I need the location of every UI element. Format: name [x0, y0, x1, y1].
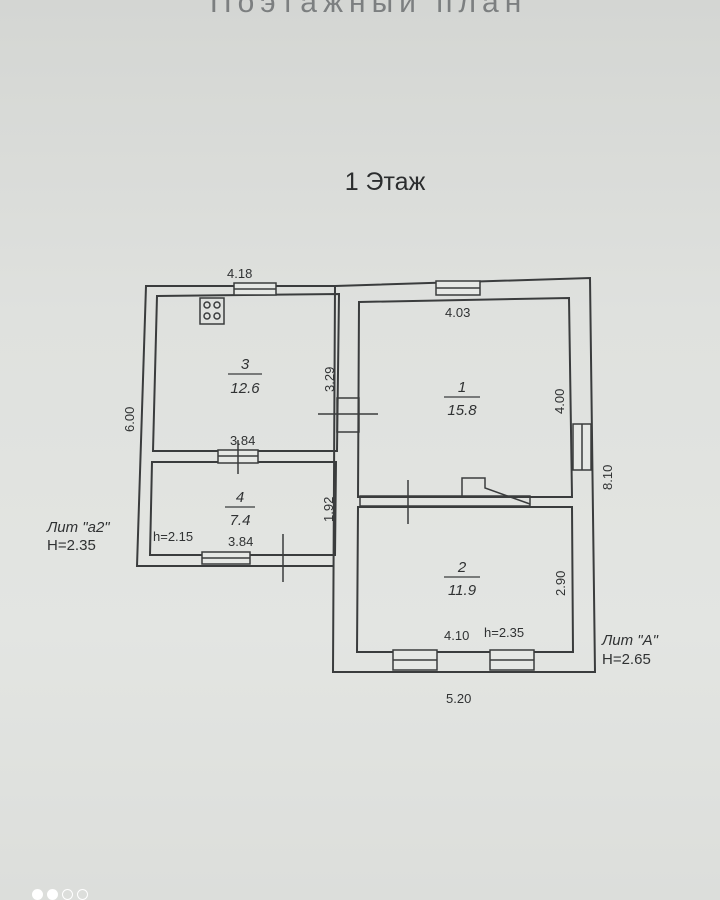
lit-a-name: Лит "А": [601, 632, 659, 649]
page-dot-2[interactable]: [47, 889, 58, 900]
room-4-area: 7.4: [230, 512, 251, 529]
stove-icon: [199, 297, 225, 325]
dim-room3-right: 3.29: [322, 367, 337, 392]
window-bottom-1: [392, 649, 438, 671]
window-top-left: [233, 282, 277, 296]
window-bottom-left: [201, 551, 251, 565]
window-top-right: [435, 280, 481, 296]
dim-bottom-outer: 5.20: [446, 691, 471, 706]
room-3-number: 3: [241, 356, 250, 373]
room-2-outline: [355, 506, 575, 653]
lit-a-height: H=2.65: [602, 651, 651, 668]
dim-room4-right: 1.92: [321, 497, 336, 522]
dim-room2-bottom: 4.10: [444, 628, 469, 643]
window-right: [572, 423, 592, 471]
page-dot-1[interactable]: [32, 889, 43, 900]
dim-left-outer: 6.00: [122, 407, 137, 432]
door-room3-room1: [318, 397, 378, 433]
height-room4: h=2.15: [153, 529, 193, 544]
room-2-number: 2: [457, 559, 467, 576]
page-dot-4[interactable]: [77, 889, 88, 900]
lit-a2-height: H=2.35: [47, 537, 96, 554]
room-3-area: 12.6: [230, 380, 260, 397]
dim-room3-bottom: 3.84: [230, 433, 255, 448]
room-3-outline: [151, 292, 341, 452]
window-bottom-2: [489, 649, 535, 671]
page-indicator[interactable]: [32, 889, 88, 900]
door-room1-room2: [359, 480, 531, 524]
room-4-outline: [148, 461, 338, 556]
floor-title: 1 Этаж: [344, 168, 426, 196]
room-1-area: 15.8: [447, 402, 477, 419]
dim-room1-right: 4.00: [552, 389, 567, 414]
dim-room2-right: 2.90: [553, 571, 568, 596]
stairs-icon: [461, 477, 531, 505]
lit-a2-name: Лит "а2": [46, 519, 110, 536]
height-room2: h=2.35: [484, 625, 524, 640]
dim-top-left: 4.18: [227, 266, 252, 281]
room-1-number: 1: [458, 379, 466, 396]
dim-right-outer: 8.10: [600, 465, 615, 490]
page-header-title: Поэтажный план: [210, 0, 528, 19]
room-2-area: 11.9: [448, 582, 477, 599]
wall-lit-a-outer: [331, 276, 597, 673]
dim-room4-bottom: 3.84: [228, 534, 253, 549]
dim-room1-top: 4.03: [445, 305, 470, 320]
page-dot-3[interactable]: [62, 889, 73, 900]
room-4-number: 4: [236, 489, 244, 506]
